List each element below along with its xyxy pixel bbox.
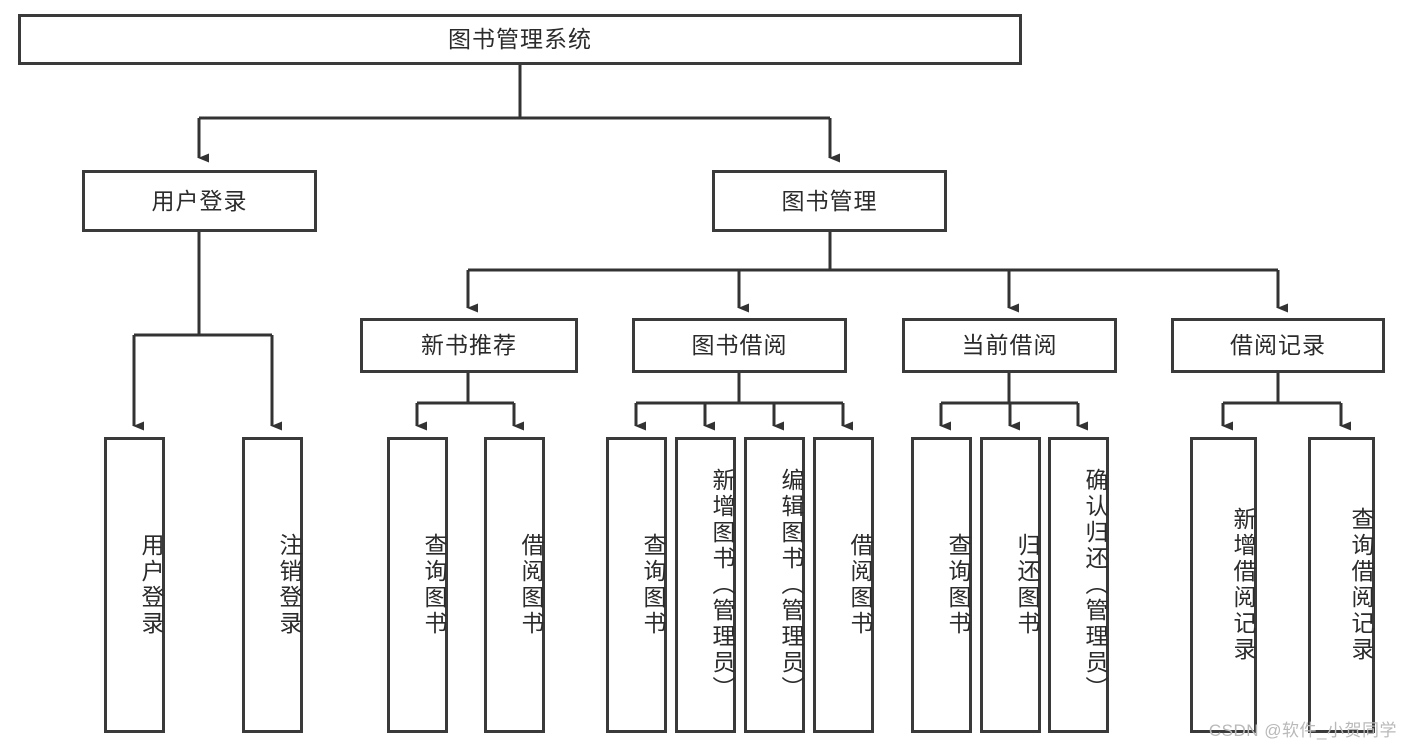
node-leaf-logout-login[interactable]: 注销登录	[242, 437, 303, 733]
node-label: 图书管理	[781, 187, 878, 214]
node-label: 查询图书	[945, 533, 971, 637]
node-label: 归还图书	[1014, 533, 1040, 637]
node-leaf-borrow-book-1[interactable]: 借阅图书	[484, 437, 545, 733]
node-label: 注销登录	[276, 533, 302, 637]
node-leaf-borrow-book-2[interactable]: 借阅图书	[813, 437, 874, 733]
csdn-watermark: CSDN @软件_小贺同学	[1208, 721, 1397, 740]
node-label: 当前借阅	[961, 332, 1058, 358]
node-leaf-query-book-2[interactable]: 查询图书	[606, 437, 667, 733]
node-label: 借阅记录	[1230, 332, 1326, 358]
node-label: 用户登录	[151, 187, 248, 214]
node-user-login[interactable]: 用户登录	[82, 170, 317, 232]
node-label: 查询图书	[640, 533, 666, 637]
node-label: 查询借阅记录	[1348, 507, 1374, 663]
node-leaf-query-borrow-record[interactable]: 查询借阅记录	[1308, 437, 1375, 733]
node-label: 用户登录	[138, 533, 164, 637]
node-leaf-add-book[interactable]: 新增图书（管理员）	[675, 437, 736, 733]
node-label: 新增图书（管理员）	[709, 468, 735, 702]
node-label: 新增借阅记录	[1230, 507, 1256, 663]
node-leaf-confirm-return[interactable]: 确认归还（管理员）	[1048, 437, 1109, 733]
node-label: 图书管理系统	[448, 26, 592, 52]
node-label: 新书推荐	[421, 332, 517, 358]
node-leaf-query-book-3[interactable]: 查询图书	[911, 437, 972, 733]
node-leaf-query-book-1[interactable]: 查询图书	[387, 437, 448, 733]
node-label: 编辑图书（管理员）	[778, 468, 804, 702]
node-book-borrow[interactable]: 图书借阅	[632, 318, 847, 373]
node-label: 图书借阅	[691, 332, 788, 358]
node-leaf-user-login[interactable]: 用户登录	[104, 437, 165, 733]
node-label: 借阅图书	[847, 533, 873, 637]
node-leaf-edit-book[interactable]: 编辑图书（管理员）	[744, 437, 805, 733]
node-leaf-add-borrow-record[interactable]: 新增借阅记录	[1190, 437, 1257, 733]
node-label: 借阅图书	[518, 533, 544, 637]
node-label: 确认归还（管理员）	[1082, 468, 1108, 702]
node-new-book-recommend[interactable]: 新书推荐	[360, 318, 578, 373]
node-current-borrow[interactable]: 当前借阅	[902, 318, 1117, 373]
node-book-management-system[interactable]: 图书管理系统	[18, 14, 1022, 65]
node-label: 查询图书	[421, 533, 447, 637]
node-leaf-return-book[interactable]: 归还图书	[980, 437, 1041, 733]
node-book-management[interactable]: 图书管理	[712, 170, 947, 232]
node-borrow-record[interactable]: 借阅记录	[1171, 318, 1385, 373]
